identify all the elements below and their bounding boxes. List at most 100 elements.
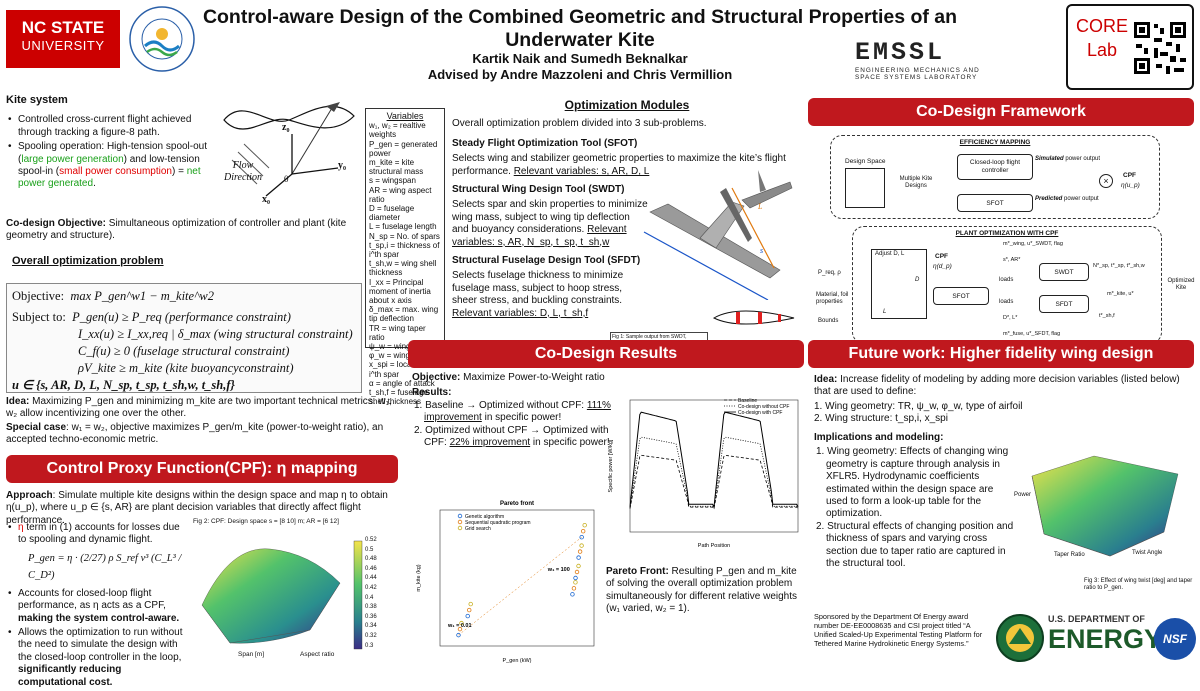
colorbar-tick: 0.5 bbox=[365, 546, 374, 553]
design-space-grid bbox=[845, 168, 885, 208]
cpf-bullet-2: Accounts for closed-loop flight performa… bbox=[6, 588, 190, 625]
efficiency-mapping-box: EFFICIENCY MAPPING Design Space Multiple… bbox=[830, 135, 1160, 219]
colorbar-tick: 0.3 bbox=[365, 642, 374, 649]
w-lo-label: w₁ = 0.01 bbox=[447, 623, 472, 629]
colorbar-tick: 0.32 bbox=[365, 633, 377, 639]
sp-xlabel: Path Position bbox=[698, 543, 730, 549]
overall-opt-title: Overall optimization problem bbox=[12, 255, 164, 267]
pareto-legend-entry: Genetic algorithm bbox=[465, 514, 504, 520]
kite-system-section: Kite system Controlled cross-current fli… bbox=[6, 94, 211, 193]
variable-item: t_sh,w = wing shell thickness bbox=[369, 259, 437, 278]
pareto-text: Pareto Front: Resulting P_gen and m_kite… bbox=[606, 566, 798, 615]
line-with-cpf bbox=[629, 411, 799, 509]
sp-ylabel: Specific power [W/kg] bbox=[608, 439, 614, 492]
results-banner: Co-Design Results bbox=[408, 340, 804, 368]
pareto-ylabel: m_kite (kg) bbox=[416, 564, 422, 591]
pareto-point bbox=[468, 601, 473, 607]
variable-item: ψ_w = wing twist bbox=[369, 342, 429, 352]
cpf-bullet-1: η term in (1) accounts for losses due to… bbox=[6, 522, 190, 547]
colorbar-tick: 0.34 bbox=[365, 623, 377, 630]
pareto-xlabel: P_gen (kW) bbox=[502, 658, 531, 664]
colorbar-tick: 0.48 bbox=[365, 556, 377, 563]
doe-seal-icon bbox=[995, 612, 1045, 664]
sfdt-box: SFDT bbox=[1039, 295, 1089, 313]
future-idea: Idea: Increase fidelity of modeling by a… bbox=[814, 374, 1180, 425]
pareto-point bbox=[577, 549, 583, 554]
variable-item: s = wingspan bbox=[369, 176, 416, 186]
advisors: Advised by Andre Mazzoleni and Chris Ver… bbox=[427, 67, 733, 82]
fig3-caption: Fig 3: Effect of wing twist [deg] and ta… bbox=[1084, 578, 1193, 591]
sfdt-section: Structural Fuselage Design Tool (SFDT) S… bbox=[452, 255, 641, 319]
pareto-legend-marker bbox=[457, 519, 463, 525]
line-baseline bbox=[629, 454, 799, 510]
doe-logo-text: U.S. DEPARTMENT OF ENERGY bbox=[1048, 614, 1163, 654]
pareto-point bbox=[579, 535, 584, 540]
variable-item: AR = wing aspect ratio bbox=[369, 185, 432, 204]
pareto-point bbox=[582, 523, 587, 528]
sfot-box-2: SFOT bbox=[933, 287, 989, 305]
bounds-label: Bounds bbox=[818, 318, 839, 324]
swdt-box: SWDT bbox=[1039, 263, 1089, 281]
variable-item: m_kite = kite structural mass bbox=[369, 158, 424, 177]
future-surface-plot: Power Taper Ratio Twist Angle bbox=[1014, 436, 1194, 572]
pareto-legend-entry: Sequential quadratic program bbox=[465, 520, 531, 526]
seal-icon bbox=[129, 6, 195, 72]
preq-label: P_req, ρ bbox=[818, 270, 841, 276]
variable-item: α = angle of attack bbox=[369, 378, 435, 388]
nc-ocean-energy-seal bbox=[127, 4, 197, 74]
qr-code-icon[interactable] bbox=[1132, 12, 1188, 84]
pareto-point bbox=[579, 543, 584, 548]
nsf-logo: NSF bbox=[1154, 618, 1196, 660]
pareto-legend-entry: Grid search bbox=[465, 526, 491, 532]
variable-item: TR = wing taper ratio bbox=[369, 323, 426, 342]
optimized-kite-label: Optimized Kite bbox=[1167, 278, 1195, 291]
variable-item: I_xx = Principal moment of inertia about… bbox=[369, 277, 431, 306]
legend-entry: Baseline bbox=[738, 398, 757, 404]
line-no-cpf bbox=[629, 436, 799, 510]
future-implications: Implications and modeling: 1. Wing geome… bbox=[814, 432, 1014, 570]
authors: Kartik Naik and Sumedh Beknalkar bbox=[472, 51, 688, 66]
material-label: Material, foil properties bbox=[816, 292, 849, 305]
w-hi-label: w₁ = 100 bbox=[547, 567, 570, 573]
fig2-caption: Fig 2: CPF: Design space s = [8 10] m; A… bbox=[193, 518, 339, 525]
cpf-bullets: η term in (1) accounts for losses due to… bbox=[6, 522, 190, 691]
plant-optimization-box: PLANT OPTIMIZATION WITH CPF m*_wing, u*_… bbox=[852, 226, 1162, 344]
future-banner: Future work: Higher fidelity wing design bbox=[808, 340, 1194, 368]
pareto-point bbox=[574, 569, 580, 575]
pareto-point bbox=[467, 607, 472, 613]
specific-power-svg: Specific power [W/kg] Path Position Baseli… bbox=[608, 398, 799, 549]
variable-item: P_gen = generated power bbox=[369, 139, 438, 158]
swdt-section: Structural Wing Design Tool (SWDT) Selec… bbox=[452, 184, 648, 248]
codesign-banner: Co-Design Framework bbox=[808, 98, 1194, 126]
variable-item: x_spi = location of i^th spar bbox=[369, 360, 434, 379]
pareto-frame bbox=[439, 509, 595, 647]
cpf-banner: Control Proxy Function(CPF): η mapping bbox=[6, 455, 398, 483]
wing-section-sketch bbox=[708, 300, 800, 338]
pareto-point bbox=[456, 632, 461, 638]
pgen-formula: P_gen = η · (2/27) ρ S_ref v³ (C_L³ / C_… bbox=[28, 552, 182, 581]
variable-item: D = fuselage diameter bbox=[369, 204, 415, 223]
opt-modules-title: Optimization Modules bbox=[564, 98, 690, 112]
colorbar-tick: 0.46 bbox=[365, 565, 377, 572]
pareto-point bbox=[570, 592, 575, 597]
results-text: Objective: Maximize Power-to-Weight rati… bbox=[412, 372, 611, 449]
colorbar-tick: 0.44 bbox=[365, 575, 377, 582]
codesign-objective: Co-design Objective: Simultaneous optimi… bbox=[6, 218, 347, 242]
optimization-problem-box: Objective: max P_gen^w1 − m_kite^w2 Subj… bbox=[6, 283, 362, 393]
kite-bullet-2: Spooling operation: High-tension spool-o… bbox=[6, 141, 211, 191]
variable-item: N_sp = No. of spars bbox=[369, 231, 440, 241]
variable-item: t_sh,f = fuselage shell thickness bbox=[369, 388, 428, 407]
variable-item: w₁, w₂ = realtive weights bbox=[369, 121, 426, 140]
special-case-text: Special case: w₁ = w₂, objective maximiz… bbox=[6, 422, 384, 446]
legend-entry: Co-design without CPF bbox=[738, 404, 789, 410]
pareto-title: Pareto front bbox=[500, 501, 534, 507]
legend-entry: Co-design with CPF bbox=[738, 410, 782, 416]
sponsor-text: Sponsored by the Department Of Energy aw… bbox=[814, 612, 983, 648]
colorbar-tick: 0.52 bbox=[365, 537, 377, 543]
pareto-legend-marker bbox=[457, 513, 463, 519]
variable-item: φ_w = wing dihedral bbox=[369, 351, 441, 361]
